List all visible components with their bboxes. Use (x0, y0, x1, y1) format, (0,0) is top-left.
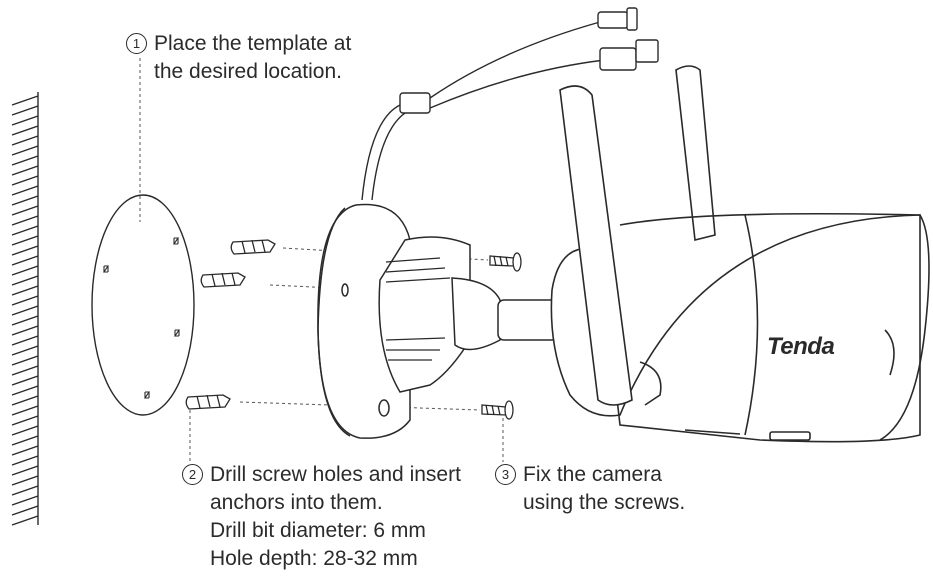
wall-hatch-line (11, 125, 39, 136)
wall-hatch-line (11, 385, 39, 396)
step-2-number: 2 (182, 464, 203, 485)
wall (11, 92, 39, 526)
step-3-line-1: Fix the camera (523, 463, 662, 486)
wall-hatch-line (11, 235, 39, 246)
wall-hatch-line (11, 365, 39, 376)
wall-hatch-line (11, 275, 39, 286)
wall-hatch-line (11, 315, 39, 326)
wall-anchors (185, 239, 276, 410)
wall-hatch-line (11, 445, 39, 456)
wall-hatch-line (11, 405, 39, 416)
mounting-template (91, 194, 195, 416)
wall-hatch-line (11, 115, 39, 126)
wall-hatch-line (11, 265, 39, 276)
screw-top (489, 252, 522, 272)
wall-hatch-line (11, 305, 39, 316)
anchor-middle (200, 272, 246, 288)
wall-hatch-line (11, 175, 39, 186)
wall-hatch-line (11, 255, 39, 266)
wall-hatch-line (11, 145, 39, 156)
screw-bottom (481, 400, 514, 420)
anchor-top (230, 239, 276, 255)
wall-hatch-line (11, 475, 39, 486)
wall-hatch-line (11, 295, 39, 306)
wall-hatch-line (11, 415, 39, 426)
wall-hatch-line (11, 95, 39, 106)
step-1-number: 1 (126, 33, 147, 54)
wall-hatch-line (11, 455, 39, 466)
wall-hatch-line (11, 185, 39, 196)
wall-hatch-line (11, 245, 39, 256)
wall-hatch-line (11, 155, 39, 166)
step-1-line-2: the desired location. (154, 60, 342, 83)
wall-hatch-line (11, 465, 39, 476)
wall-hatch-line (11, 485, 39, 496)
wall-hatch-line (11, 435, 39, 446)
brand-logo: Tenda (767, 333, 835, 360)
wall-hatch-line (11, 285, 39, 296)
step-2-line-4: Hole depth: 28-32 mm (210, 547, 418, 570)
wall-hatch-line (11, 505, 39, 516)
anchor-bottom (185, 394, 231, 410)
wall-hatch-line (11, 395, 39, 406)
camera (550, 65, 930, 443)
wall-hatch-line (11, 425, 39, 436)
wall-hatch-line (11, 335, 39, 346)
step-3-instruction: 3 Fix the camera using the screws. (495, 461, 685, 517)
wall-hatch-line (11, 225, 39, 236)
mount-base (317, 203, 559, 439)
wall-hatch-line (11, 215, 39, 226)
camera-cable (361, 7, 659, 201)
wall-hatch-line (11, 195, 39, 206)
step-2-line-3: Drill bit diameter: 6 mm (210, 519, 426, 542)
step-3-number: 3 (495, 464, 516, 485)
wall-hatch-line (11, 495, 39, 506)
wall-hatch-line (11, 325, 39, 336)
wall-hatch-line (11, 375, 39, 386)
wall-hatch-line (11, 345, 39, 356)
wall-hatch-line (11, 355, 39, 366)
wall-hatch-line (11, 205, 39, 216)
step-2-line-2: anchors into them. (210, 491, 383, 514)
wall-hatch-line (11, 135, 39, 146)
step-1-instruction: 1 Place the template at the desired locat… (126, 30, 351, 86)
wall-hatch-line (11, 165, 39, 176)
wall-hatch-line (11, 515, 39, 526)
step-1-line-1: Place the template at (154, 32, 352, 55)
wall-hatch-line (11, 105, 39, 116)
step-3-line-2: using the screws. (523, 491, 686, 514)
step-2-line-1: Drill screw holes and insert (210, 463, 461, 486)
step-2-instruction: 2 Drill screw holes and insert anchors in… (182, 461, 461, 573)
